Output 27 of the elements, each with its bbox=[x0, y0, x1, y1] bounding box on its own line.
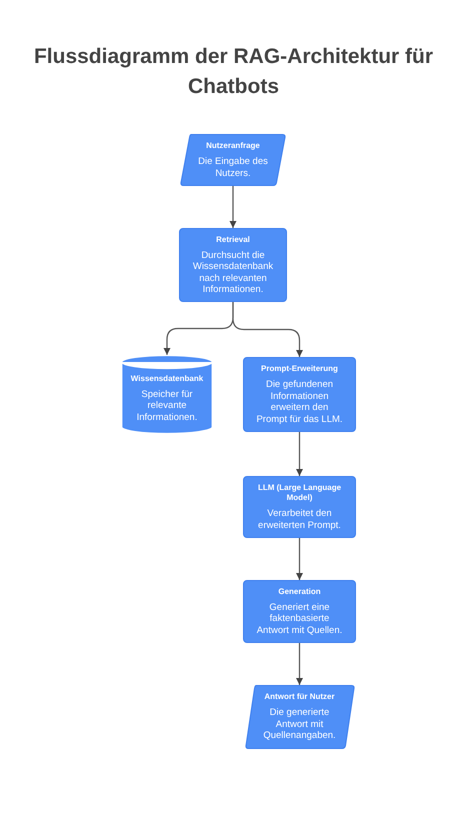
node-title: Antwort für Nutzer bbox=[264, 692, 335, 702]
node-description: Die generierte Antwort mit Quellenangaben. bbox=[262, 707, 337, 742]
node-description: Die Eingabe des Nutzers. bbox=[197, 156, 269, 179]
arrow bbox=[232, 302, 303, 357]
process-box bbox=[243, 357, 356, 432]
node-description: Durchsucht die Wissensdatenbank nach relevanten Informationen. bbox=[192, 250, 274, 296]
database-cylinder bbox=[121, 355, 213, 434]
node-description: Verarbeitet den erweiterten Prompt. bbox=[257, 508, 342, 531]
process-box bbox=[243, 580, 356, 643]
diagram-title: Flussdiagramm der RAG-Architektur für Chatbots bbox=[32, 44, 434, 100]
node-title: Retrieval bbox=[216, 234, 250, 244]
arrow bbox=[296, 432, 303, 476]
arrow bbox=[296, 538, 303, 580]
node-description: Generiert eine faktenbasierte Antwort mit Quellen. bbox=[256, 602, 344, 636]
node-description: Die gefundenen Informationen erweitern den Prompt für das LLM. bbox=[255, 379, 344, 425]
input-output-parallelogram bbox=[244, 685, 354, 749]
node-title: Nutzeranfrage bbox=[206, 141, 260, 151]
arrow bbox=[230, 186, 236, 228]
node-title: Prompt-Erweiterung bbox=[261, 364, 338, 374]
node-title: Generation bbox=[278, 586, 321, 597]
node-title: LLM (Large Language Model) bbox=[256, 483, 342, 503]
node-title: Wissensdatenbank bbox=[130, 374, 204, 384]
process-box bbox=[179, 228, 287, 302]
input-output-parallelogram bbox=[180, 134, 286, 186]
node-description: Speicher für relevante Informationen. bbox=[136, 388, 198, 424]
process-box bbox=[243, 476, 356, 538]
arrow bbox=[296, 643, 303, 685]
